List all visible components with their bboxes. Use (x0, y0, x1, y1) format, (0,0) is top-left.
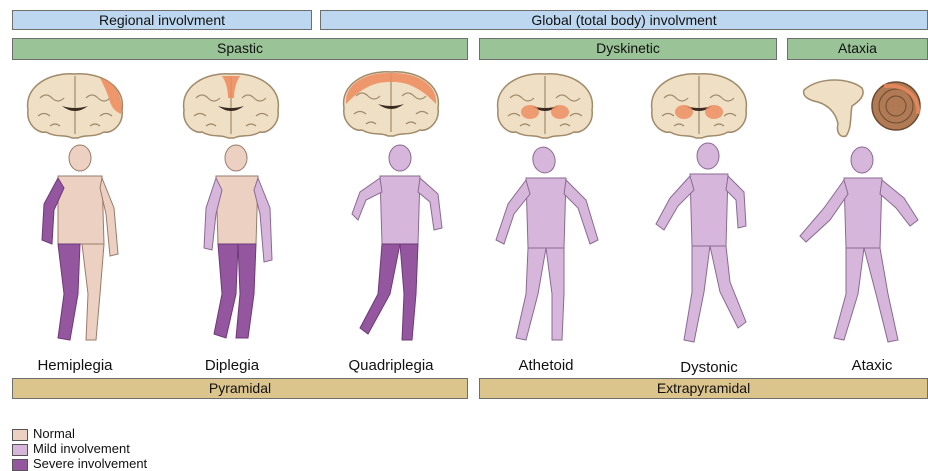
hemiplegia-figure (24, 144, 124, 346)
dyskinetic-category: Dyskinetic (479, 38, 777, 60)
dystonic-figure (650, 142, 754, 348)
global-involvement-header: Global (total body) involvment (320, 10, 928, 30)
diplegia-label: Diplegia (167, 357, 297, 374)
legend-label-mild: Mild involvement (33, 441, 130, 456)
hemiplegia-brain-illustration (20, 68, 132, 144)
quadriplegia-label: Quadriplegia (326, 357, 456, 374)
cerebellum-brain-illustration (800, 70, 926, 142)
ataxia-category: Ataxia (787, 38, 928, 60)
quadriplegia-figure (344, 144, 450, 346)
diplegia-brain-illustration (176, 68, 288, 144)
legend-swatch-mild (12, 444, 28, 456)
dystonic-brain-illustration (644, 68, 756, 144)
diplegia-figure (196, 144, 280, 346)
athetoid-brain-illustration (490, 68, 602, 144)
ataxic-label: Ataxic (807, 357, 928, 374)
pyramidal-bar: Pyramidal (12, 378, 468, 399)
legend-label-severe: Severe involvement (33, 456, 147, 471)
spastic-category: Spastic (12, 38, 468, 60)
athetoid-label: Athetoid (481, 357, 611, 374)
regional-involvement-header: Regional involvment (12, 10, 312, 30)
hemiplegia-label: Hemiplegia (10, 357, 140, 374)
legend-swatch-normal (12, 429, 28, 441)
legend-swatch-severe (12, 459, 28, 471)
dystonic-label: Dystonic (644, 359, 774, 376)
athetoid-figure (486, 144, 606, 346)
quadriplegia-brain-illustration (336, 66, 448, 142)
ataxic-figure (794, 144, 922, 346)
legend-label-normal: Normal (33, 426, 75, 441)
extrapyramidal-bar: Extrapyramidal (479, 378, 928, 399)
